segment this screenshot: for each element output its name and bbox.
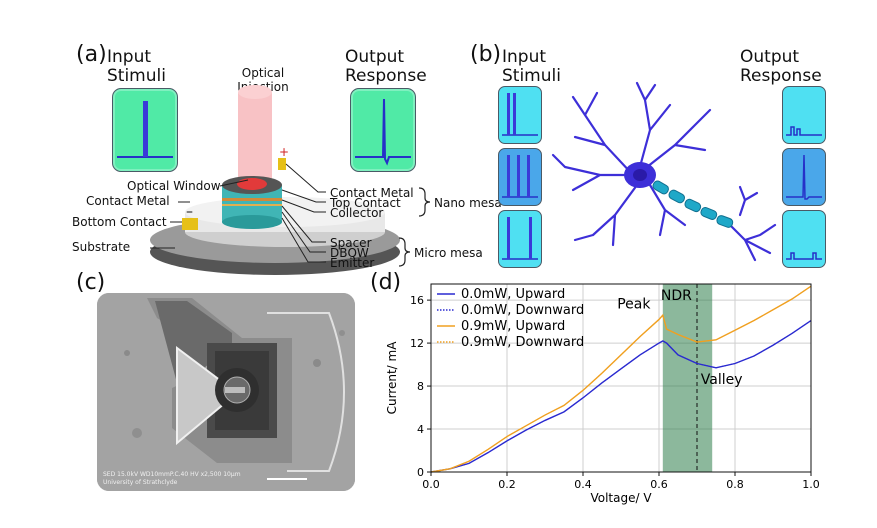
output-monitor-2 bbox=[782, 148, 826, 206]
output-monitor-1 bbox=[782, 86, 826, 144]
callout-contact-metal-left: Contact Metal bbox=[86, 194, 170, 208]
legend-label-1: 0.0mW, Downward bbox=[461, 303, 584, 318]
panel-d-label: (d) bbox=[370, 270, 402, 295]
panel-c-label: (c) bbox=[76, 270, 106, 295]
legend-label-3: 0.9mW, Downward bbox=[461, 335, 584, 350]
ndr-region bbox=[662, 284, 713, 472]
callout-contact-metal-right: Contact Metal bbox=[330, 186, 414, 200]
callout-bottom-contact: Bottom Contact bbox=[72, 215, 167, 229]
callout-dbqw: DBQW bbox=[330, 246, 369, 260]
x-tick-label: 0.0 bbox=[422, 478, 440, 491]
neuron-illustration bbox=[551, 81, 777, 262]
input-monitor-3 bbox=[498, 210, 542, 268]
iv-chart: 0.0 0.2 0.4 0.6 0.8 1.0 0 4 8 12 16 Voltage/ V Cu… bbox=[385, 283, 820, 505]
y-tick-label: 16 bbox=[410, 294, 424, 307]
svg-text:–: – bbox=[186, 204, 193, 220]
x-tick-label: 0.4 bbox=[574, 478, 592, 491]
panel-a-label: (a) bbox=[76, 42, 107, 67]
callout-substrate: Substrate bbox=[72, 240, 131, 254]
series-group bbox=[430, 285, 812, 473]
input-monitor-1 bbox=[498, 86, 542, 144]
top-contact-metal bbox=[278, 158, 286, 170]
callout-spacer: Spacer bbox=[330, 236, 372, 250]
callout-nano-mesa: Nano mesa bbox=[434, 196, 502, 210]
valley-annotation: Valley bbox=[701, 372, 743, 388]
callout-collector: Collector bbox=[330, 206, 384, 220]
x-tick-label: 1.0 bbox=[802, 478, 820, 491]
y-tick-label: 0 bbox=[417, 466, 424, 479]
callout-micro-mesa: Micro mesa bbox=[414, 246, 483, 260]
bottom-contact bbox=[182, 218, 198, 230]
optical-window bbox=[237, 178, 267, 190]
sem-image bbox=[97, 293, 355, 491]
panel-b-label: (b) bbox=[470, 42, 502, 67]
sem-micrograph: SED 15.0kV WD10mmP.C.40 HV x2,500 10μm U… bbox=[97, 293, 355, 491]
optical-beam-top bbox=[238, 85, 272, 99]
y-tick-label: 4 bbox=[417, 423, 424, 436]
x-tick-label: 0.6 bbox=[650, 478, 668, 491]
sem-footer: SED 15.0kV WD10mmP.C.40 HV x2,500 10μm U… bbox=[103, 471, 241, 486]
x-axis-label: Voltage/ V bbox=[590, 491, 652, 505]
peak-annotation: Peak bbox=[617, 297, 651, 313]
callout-emitter: Emitter bbox=[330, 256, 375, 270]
output-monitor-3 bbox=[782, 210, 826, 268]
series-line-1 bbox=[430, 320, 812, 473]
y-tick-label: 12 bbox=[410, 337, 424, 350]
legend-label-0: 0.0mW, Upward bbox=[461, 287, 565, 302]
svg-text:+: + bbox=[279, 145, 289, 159]
legend-label-2: 0.9mW, Upward bbox=[461, 319, 565, 334]
input-stimuli-monitor bbox=[112, 88, 178, 172]
callout-optical-window: Optical Window bbox=[127, 179, 221, 193]
ndr-annotation: NDR bbox=[661, 288, 692, 304]
y-tick-labels: 0 4 8 12 16 bbox=[410, 294, 431, 479]
x-tick-label: 0.8 bbox=[726, 478, 744, 491]
callout-top-contact: Top Contact bbox=[330, 196, 401, 210]
rtd-device-diagram: + – bbox=[150, 85, 431, 275]
input-monitor-2 bbox=[498, 148, 542, 206]
y-axis-label: Current/ mA bbox=[385, 341, 399, 415]
output-spike-trace bbox=[355, 98, 411, 166]
input-pulse-trace bbox=[117, 101, 173, 158]
series-line-3 bbox=[430, 285, 812, 473]
output-response-monitor bbox=[350, 88, 416, 172]
x-tick-label: 0.2 bbox=[498, 478, 516, 491]
y-tick-label: 8 bbox=[417, 380, 424, 393]
x-tick-labels: 0.0 0.2 0.4 0.6 0.8 1.0 bbox=[422, 472, 820, 491]
